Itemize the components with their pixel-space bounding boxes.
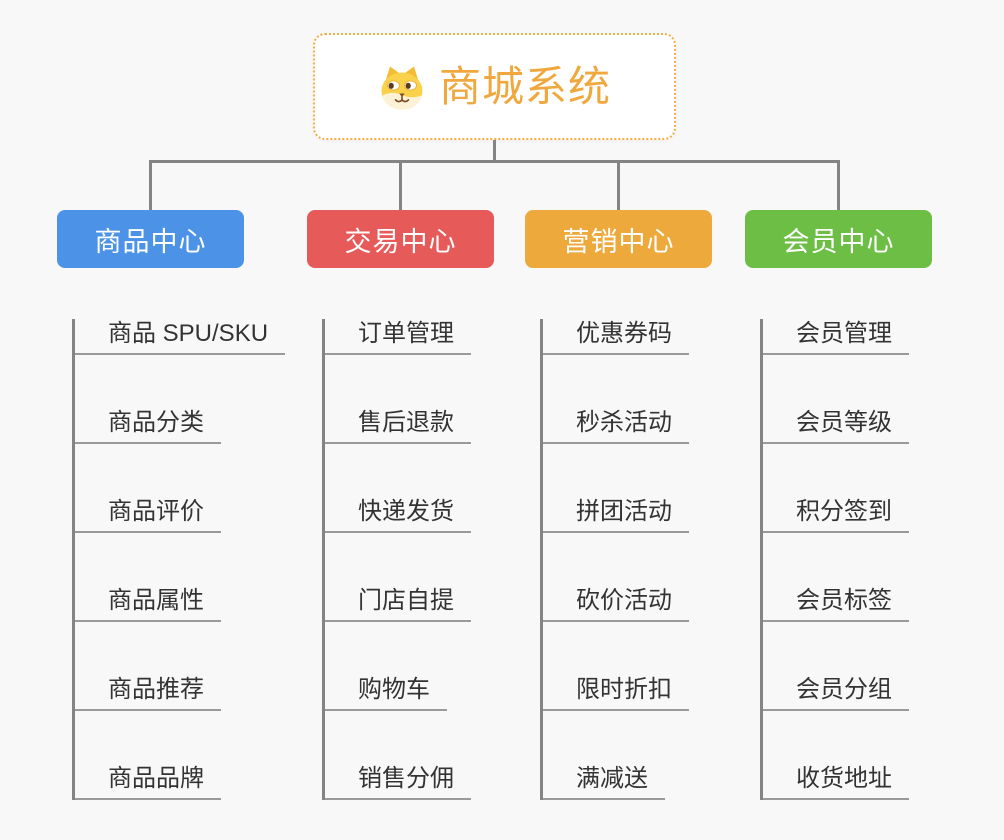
leaf-node[interactable]: 会员分组 [763, 675, 909, 711]
branch-marketing-leaves: 优惠券码秒杀活动拼团活动砍价活动限时折扣满减送 [540, 319, 689, 800]
branch-marketing-center: 营销中心 优惠券码秒杀活动拼团活动砍价活动限时折扣满减送 [525, 210, 712, 800]
branch-node-marketing-center[interactable]: 营销中心 [525, 210, 712, 268]
leaf-node[interactable]: 会员标签 [763, 586, 909, 622]
leaf-node[interactable]: 满减送 [543, 764, 665, 800]
branch-trade-leaves: 订单管理售后退款快递发货门店自提购物车销售分佣 [322, 319, 471, 800]
leaf-node[interactable]: 商品 SPU/SKU [75, 319, 286, 355]
leaf-node[interactable]: 商品评价 [75, 497, 221, 533]
branch-node-product-center[interactable]: 商品中心 [57, 210, 244, 268]
leaf-node[interactable]: 售后退款 [325, 408, 471, 444]
shiba-dog-face-icon [381, 66, 423, 109]
leaf-node[interactable]: 订单管理 [325, 319, 471, 355]
leaf-node[interactable]: 积分签到 [763, 497, 909, 533]
leaf-node[interactable]: 销售分佣 [325, 764, 471, 800]
branch-member-center: 会员中心 会员管理会员等级积分签到会员标签会员分组收货地址 [745, 210, 932, 800]
leaf-node[interactable]: 快递发货 [325, 497, 471, 533]
leaf-node[interactable]: 商品推荐 [75, 675, 221, 711]
leaf-node[interactable]: 商品分类 [75, 408, 221, 444]
branch-product-center: 商品中心 商品 SPU/SKU 商品分类商品评价商品属性商品推荐商品品牌 [57, 210, 286, 800]
branch-node-trade-center[interactable]: 交易中心 [307, 210, 494, 268]
leaf-node[interactable]: 拼团活动 [543, 497, 689, 533]
leaf-node[interactable]: 限时折扣 [543, 675, 689, 711]
leaf-node[interactable]: 收货地址 [763, 764, 909, 800]
leaf-node[interactable]: 优惠券码 [543, 319, 689, 355]
connector-drop-product [149, 160, 152, 210]
leaf-node[interactable]: 商品品牌 [75, 764, 221, 800]
branch-trade-center: 交易中心 订单管理售后退款快递发货门店自提购物车销售分佣 [307, 210, 494, 800]
leaf-node[interactable]: 会员等级 [763, 408, 909, 444]
leaf-node[interactable]: 会员管理 [763, 319, 909, 355]
branch-node-member-center[interactable]: 会员中心 [745, 210, 932, 268]
root-node[interactable]: 商城系统 [313, 33, 676, 140]
branch-product-leaves: 商品 SPU/SKU 商品分类商品评价商品属性商品推荐商品品牌 [72, 319, 286, 800]
leaf-node[interactable]: 商品属性 [75, 586, 221, 622]
leaf-node[interactable]: 秒杀活动 [543, 408, 689, 444]
connector-drop-marketing [617, 160, 620, 210]
leaf-node[interactable]: 砍价活动 [543, 586, 689, 622]
connector-root-stub [493, 140, 496, 162]
leaf-node[interactable]: 门店自提 [325, 586, 471, 622]
connector-drop-member [837, 160, 840, 210]
connector-drop-trade [399, 160, 402, 210]
root-title: 商城系统 [438, 62, 611, 110]
leaf-node[interactable]: 购物车 [325, 675, 447, 711]
connector-horizontal-rail [149, 160, 840, 163]
branch-member-leaves: 会员管理会员等级积分签到会员标签会员分组收货地址 [760, 319, 909, 800]
